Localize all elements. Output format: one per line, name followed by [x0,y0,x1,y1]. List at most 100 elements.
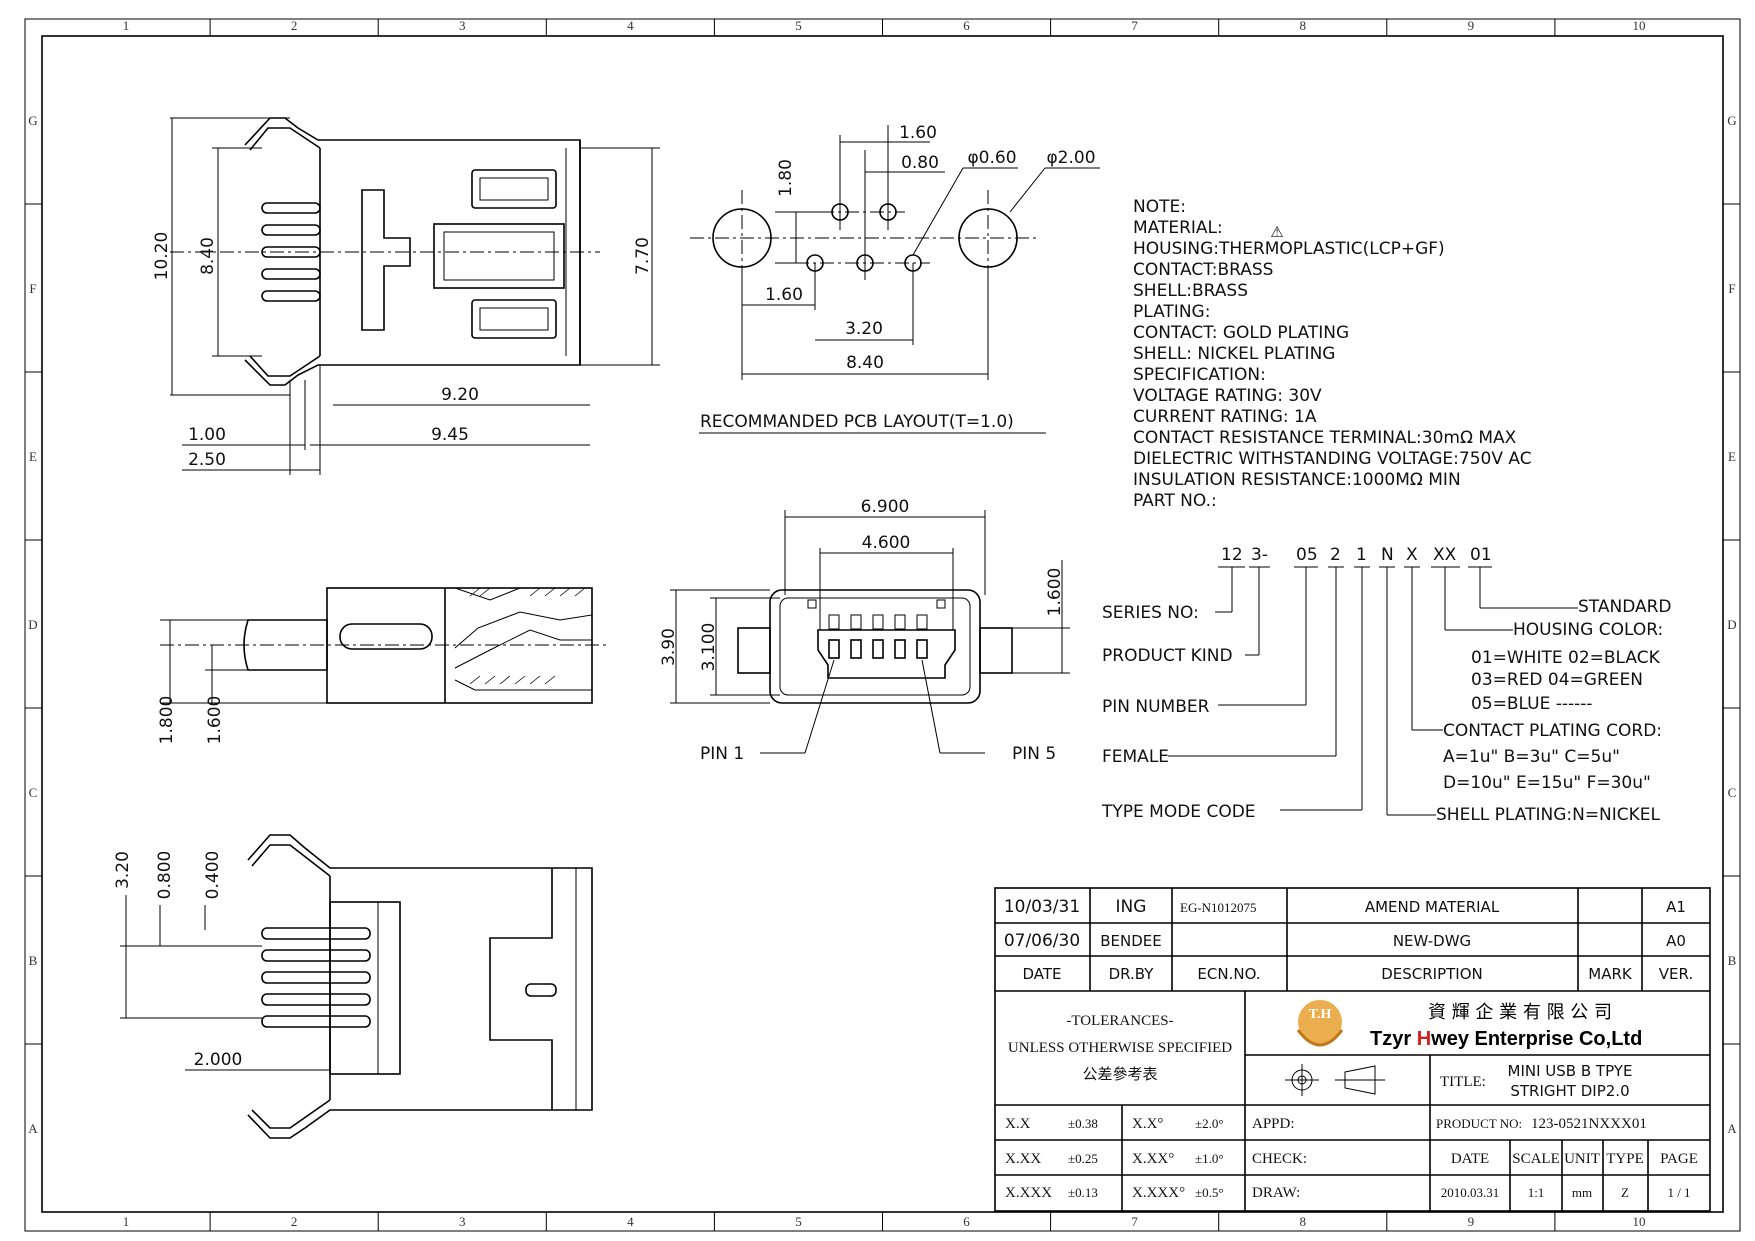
code-segment: 05 [1296,545,1318,565]
code-label-plating-2: D=10u" E=15u" F=30u" [1443,773,1651,793]
rev-header-by: DR.BY [1109,965,1155,983]
projection-symbol-icon [1285,1064,1385,1096]
zone-row-left: D [28,617,37,632]
zone-row-right: E [1728,449,1736,464]
dim-9-20: 9.20 [441,385,479,405]
check-label: CHECK: [1252,1151,1307,1167]
dim-front-1-600: 1.600 [1045,568,1065,617]
dim-pcb-0-80: 0.80 [901,153,939,173]
note-line: PART NO.: [1133,491,1217,511]
tol-row: X.X [1005,1116,1031,1132]
zone-col-bottom: 7 [1131,1214,1138,1229]
note-line: SHELL:BRASS [1133,281,1248,301]
dim-front-3-100: 3.100 [699,623,719,672]
front-view: 6.900 4.600 3.90 3.100 1.600 PIN 1 PIN 5 [659,497,1070,764]
tol-row: ±2.0° [1195,1116,1224,1131]
tolerances-title: -TOLERANCES- [1066,1013,1173,1029]
tol-row: X.XXX° [1132,1185,1185,1201]
info-type: Z [1621,1185,1629,1200]
zone-row-left: G [28,113,37,128]
note-line: CONTACT RESISTANCE TERMINAL:30mΩ MAX [1133,428,1517,448]
rev-ecn: EG-N1012075 [1180,900,1257,915]
rev-header-date: DATE [1022,965,1061,983]
rev-desc: AMEND MATERIAL [1365,898,1500,916]
dim-pcb-1-60-left: 1.60 [765,285,803,305]
code-label-standard: STANDARD [1578,597,1672,617]
zone-row-right: C [1728,785,1737,800]
dim-front-3-90: 3.90 [659,628,679,666]
tolerances-sub: UNLESS OTHERWISE SPECIFIED [1008,1040,1232,1056]
zone-col-top: 4 [627,18,634,33]
zone-col-top: 7 [1131,18,1138,33]
dim-9-45: 9.45 [431,425,469,445]
appd-label: APPD: [1252,1116,1295,1132]
dim-bottom-3-20: 3.20 [113,851,133,889]
info-page: 1 / 1 [1667,1185,1690,1200]
top-view: 10.20 8.40 7.70 9.20 9.45 1.00 2.50 [152,117,660,475]
note-line: MATERIAL: [1133,218,1223,238]
rev-desc: NEW-DWG [1393,932,1471,950]
company-name-en: Tzyr Hwey Enterprise Co,Ltd [1370,1028,1642,1050]
dim-front-6-900: 6.900 [861,497,910,517]
info-unit: mm [1572,1185,1592,1200]
tol-row: ±0.38 [1068,1116,1098,1131]
title-line-2: STRIGHT DIP2.0 [1510,1082,1629,1100]
tol-row: X.X° [1132,1116,1163,1132]
rev-header-ecn: ECN.NO. [1197,965,1260,983]
code-segment: 01 [1470,545,1492,565]
front-view-contacts [828,614,928,659]
code-label-color-1: 01=WHITE 02=BLACK [1471,648,1661,668]
zone-row-right: G [1727,113,1736,128]
zone-col-top: 1 [123,18,130,33]
zone-col-top: 3 [459,18,466,33]
zone-col-bottom: 10 [1632,1214,1645,1229]
dim-bottom-0-800: 0.800 [155,851,175,900]
code-segment: 2 [1330,545,1341,565]
zone-col-bottom: 2 [291,1214,298,1229]
rev-ver: A0 [1666,932,1686,950]
zone-col-bottom: 6 [963,1214,970,1229]
pcb-layout-caption: RECOMMANDED PCB LAYOUT(T=1.0) [700,412,1014,432]
zone-col-top: 6 [963,18,970,33]
top-view-pins [261,202,321,302]
info-header-scale: SCALE [1512,1151,1560,1167]
zone-row-right: D [1727,617,1736,632]
zone-col-bottom: 8 [1300,1214,1307,1229]
code-label-female: FEMALE [1102,747,1169,767]
zone-col-bottom: 4 [627,1214,634,1229]
info-header-page: PAGE [1660,1151,1698,1167]
title-line-1: MINI USB B TPYE [1508,1062,1633,1080]
draw-label: DRAW: [1252,1185,1300,1201]
code-label-product-kind: PRODUCT KIND [1102,646,1233,666]
tol-row: X.XXX [1005,1185,1052,1201]
tol-row: ±0.13 [1068,1185,1098,1200]
rev-ver: A1 [1666,898,1686,916]
code-segment: X [1406,545,1418,565]
zone-col-bottom: 3 [459,1214,466,1229]
note-line: HOUSING:THERMOPLASTIC(LCP+GF) [1133,239,1445,259]
dim-2-50: 2.50 [188,450,226,470]
product-no-label: PRODUCT NO: [1436,1116,1522,1131]
side-view-hatch [469,587,586,685]
dim-side-1-800: 1.800 [157,696,177,745]
dim-8-40: 8.40 [198,237,218,275]
dim-front-4-600: 4.600 [862,533,911,553]
note-line: CONTACT:BRASS [1133,260,1273,280]
note-line: VOLTAGE RATING: 30V [1133,386,1322,406]
dim-side-1-600: 1.600 [205,696,225,745]
note-line: SPECIFICATION: [1133,365,1266,385]
zone-row-left: F [29,281,36,296]
notes-block: NOTE: MATERIAL: HOUSING:THERMOPLASTIC(LC… [1133,197,1532,511]
info-header-date: DATE [1451,1151,1489,1167]
company-logo: T.H [1296,1000,1344,1047]
info-header-type: TYPE [1606,1151,1644,1167]
logo-text: T.H [1309,1007,1332,1022]
zone-col-top: 2 [291,18,298,33]
code-segment: 3- [1251,545,1268,565]
info-scale: 1:1 [1528,1185,1545,1200]
company-name-cn: 資 輝 企 業 有 限 公 司 [1428,1002,1612,1023]
info-date: 2010.03.31 [1441,1185,1500,1200]
zone-col-top: 9 [1468,18,1475,33]
